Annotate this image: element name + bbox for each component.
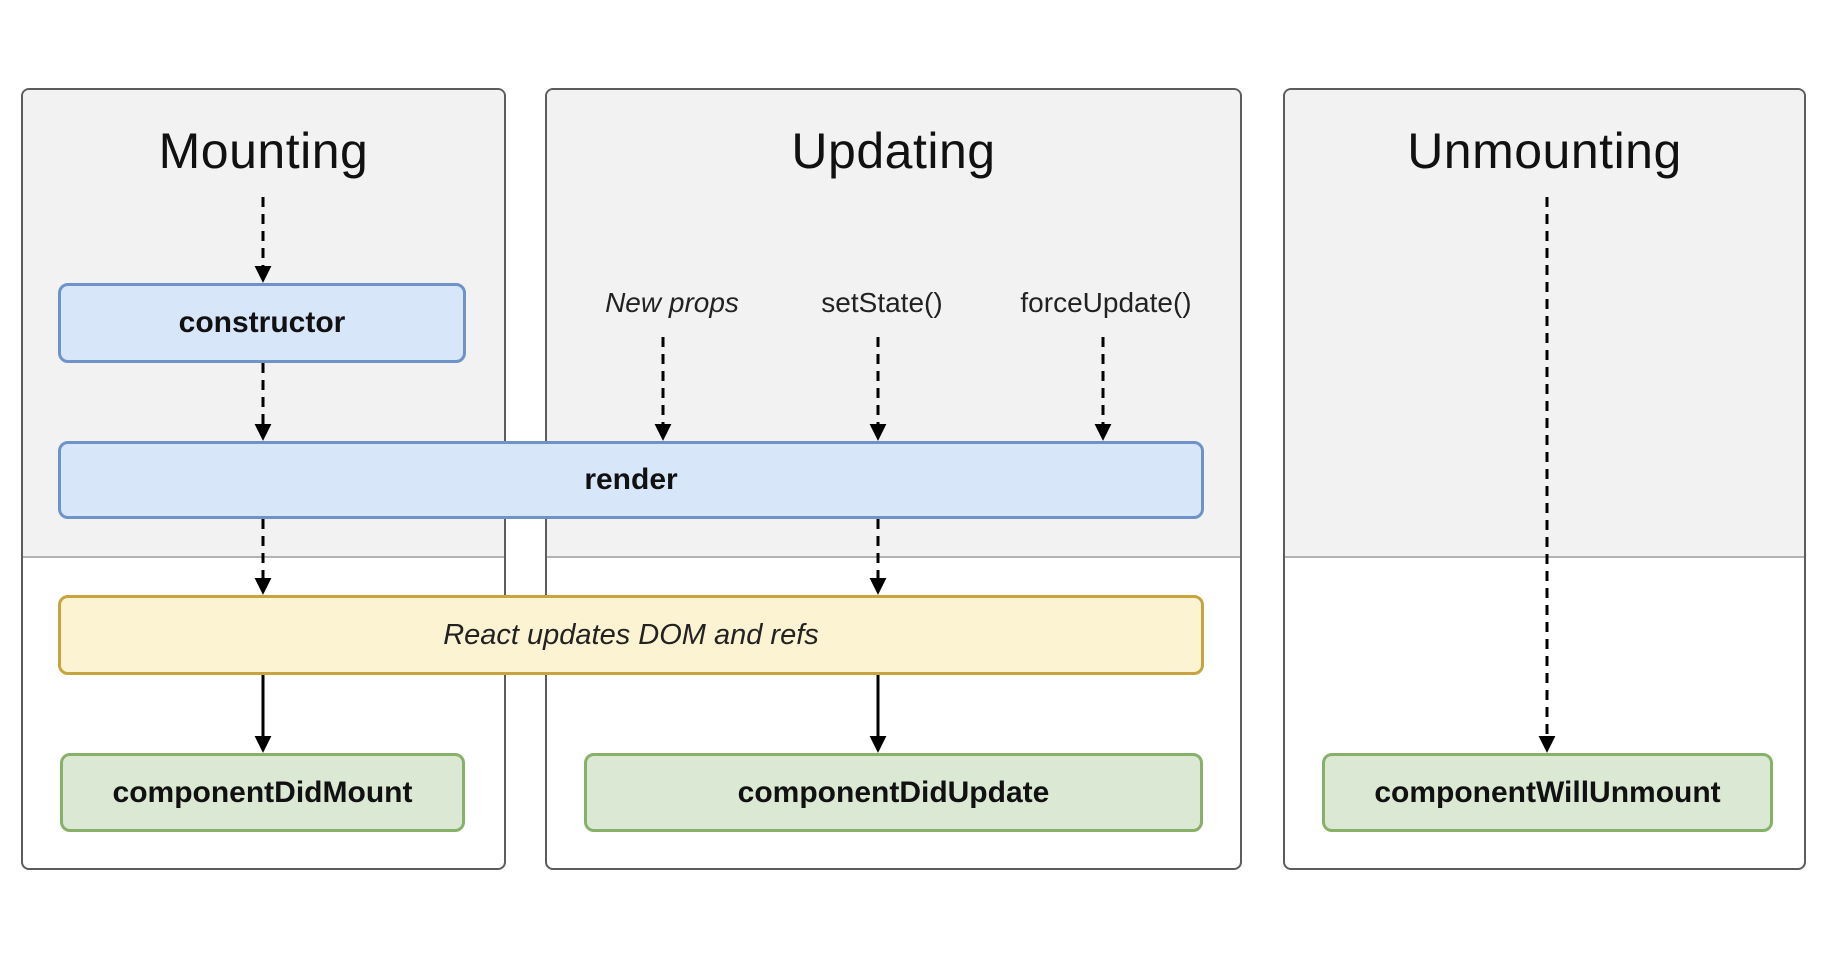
box-react-updates-dom-and-refs: React updates DOM and refs — [58, 595, 1204, 675]
box-component-will-unmount[interactable]: componentWillUnmount — [1322, 753, 1773, 832]
panel-title-mounting: Mounting — [158, 123, 369, 179]
box-constructor[interactable]: constructor — [58, 283, 466, 363]
box-component-did-mount[interactable]: componentDidMount — [60, 753, 465, 832]
box-component-did-update[interactable]: componentDidUpdate — [584, 753, 1203, 832]
label-new-props: New props — [605, 287, 739, 318]
panel-unmounting-render-phase-area: Unmounting — [1285, 90, 1804, 558]
label-force-update: forceUpdate() — [1020, 287, 1192, 318]
panel-title-updating: Updating — [791, 123, 996, 179]
panel-title-unmounting: Unmounting — [1407, 123, 1682, 179]
box-render[interactable]: render — [58, 441, 1204, 519]
label-set-state: setState() — [821, 287, 943, 318]
